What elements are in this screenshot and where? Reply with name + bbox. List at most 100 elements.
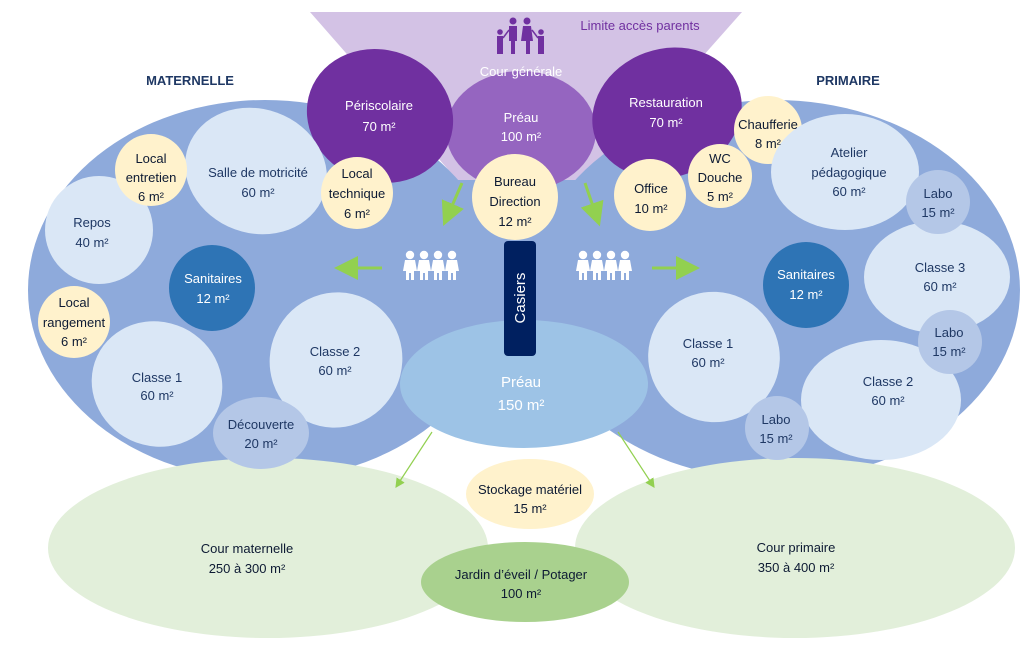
- preau-150: [400, 320, 648, 448]
- bureau-name1: Bureau: [494, 174, 536, 189]
- room-office: [614, 159, 686, 231]
- arrow-icon: [617, 431, 655, 489]
- sanitaires-pri-name: Sanitaires: [777, 267, 835, 282]
- classe2-mat-name: Classe 2: [310, 344, 361, 359]
- local-entretien-name1: Local: [135, 151, 166, 166]
- cour-primaire: [575, 458, 1015, 638]
- room-sanitaires-mat: [169, 245, 255, 331]
- room-classe3: [864, 221, 1010, 333]
- restauration-name: Restauration: [629, 95, 703, 110]
- arrow-icon: [441, 182, 464, 226]
- classe1-mat-area: 60 m²: [140, 388, 174, 403]
- repos-area: 40 m²: [75, 235, 109, 250]
- maternelle-title: MATERNELLE: [146, 73, 234, 88]
- labo-c-area: 15 m²: [759, 431, 793, 446]
- room-classe2-pri: [801, 340, 961, 460]
- office-area: 10 m²: [634, 201, 668, 216]
- stockage-name: Stockage matériel: [478, 482, 582, 497]
- periscolaire: [306, 49, 454, 183]
- classe2-pri-name: Classe 2: [863, 374, 914, 389]
- jardin-name: Jardin d’éveil / Potager: [455, 567, 588, 582]
- labo-a-area: 15 m²: [921, 205, 955, 220]
- room-jardin: [421, 542, 629, 622]
- cour-primaire-name: Cour primaire: [757, 540, 836, 555]
- arrow-icon: [395, 431, 433, 489]
- bureau-name2: Direction: [489, 194, 540, 209]
- sanitaires-pri-area: 12 m²: [789, 287, 823, 302]
- atelier-name1: Atelier: [831, 145, 869, 160]
- room-labo-c: [745, 396, 809, 460]
- classe2-mat-area: 60 m²: [318, 363, 352, 378]
- room-atelier: [771, 114, 919, 230]
- atelier-area: 60 m²: [832, 184, 866, 199]
- local-entretien-area: 6 m²: [138, 189, 165, 204]
- chaufferie-area: 8 m²: [755, 136, 782, 151]
- room-stockage: [466, 459, 594, 529]
- cour-maternelle-name: Cour maternelle: [201, 541, 294, 556]
- local-technique-name2: technique: [329, 186, 385, 201]
- labo-a-name: Labo: [924, 186, 953, 201]
- parent-limit-label: Limite accès parents: [580, 18, 700, 33]
- preau-100: [446, 71, 596, 191]
- room-labo-b: [918, 310, 982, 374]
- decouverte-area: 20 m²: [244, 436, 278, 451]
- decouverte-name: Découverte: [228, 417, 294, 432]
- room-sanitaires-pri: [763, 242, 849, 328]
- labo-b-area: 15 m²: [932, 344, 966, 359]
- local-entretien-name2: entretien: [126, 170, 177, 185]
- room-repos: [45, 176, 153, 284]
- room-classe2-mat: [269, 292, 403, 428]
- preau-main-name: Préau: [501, 374, 541, 391]
- arrow-icon: [580, 182, 604, 227]
- restauration: [592, 47, 742, 179]
- classe1-pri-name: Classe 1: [683, 336, 734, 351]
- local-rangement-area: 6 m²: [61, 334, 88, 349]
- local-technique-area: 6 m²: [344, 206, 371, 221]
- casiers-label: Casiers: [512, 273, 529, 324]
- casiers-block: [504, 241, 536, 356]
- classe1-mat-name: Classe 1: [132, 370, 183, 385]
- sanitaires-mat-area: 12 m²: [196, 291, 230, 306]
- periscolaire-area: 70 m²: [362, 119, 396, 134]
- classe3-name: Classe 3: [915, 260, 966, 275]
- room-local-rangement: [38, 286, 110, 358]
- labo-b-name: Labo: [935, 325, 964, 340]
- primaire-title: PRIMAIRE: [816, 73, 880, 88]
- classe3-area: 60 m²: [923, 279, 957, 294]
- chaufferie-name: Chaufferie: [738, 117, 798, 132]
- periscolaire-name: Périscolaire: [345, 98, 413, 113]
- room-wc: [688, 144, 752, 208]
- cour-maternelle: [48, 458, 488, 638]
- stockage-area: 15 m²: [513, 501, 547, 516]
- wc-name2: Douche: [698, 170, 743, 185]
- classe2-pri-area: 60 m²: [871, 393, 905, 408]
- jardin-area: 100 m²: [501, 586, 542, 601]
- preau-main-area: 150 m²: [498, 397, 545, 414]
- bureau-area: 12 m²: [498, 214, 532, 229]
- cour-primaire-area: 350 à 400 m²: [758, 560, 835, 575]
- room-labo-a: [906, 170, 970, 234]
- local-technique-name1: Local: [341, 166, 372, 181]
- cour-maternelle-area: 250 à 300 m²: [209, 561, 286, 576]
- motricite-area: 60 m²: [241, 185, 275, 200]
- local-rangement-name2: rangement: [43, 315, 106, 330]
- motricite-name: Salle de motricité: [208, 165, 308, 180]
- labo-c-name: Labo: [762, 412, 791, 427]
- room-classe1-mat: [91, 321, 223, 447]
- preau-top-area: 100 m²: [501, 129, 542, 144]
- room-classe1-pri: [648, 291, 780, 423]
- local-rangement-name1: Local: [58, 295, 89, 310]
- room-decouverte: [213, 397, 309, 469]
- cour-generale-label: Cour générale: [480, 64, 562, 79]
- room-local-entretien: [115, 134, 187, 206]
- wc-area: 5 m²: [707, 189, 734, 204]
- restauration-area: 70 m²: [649, 115, 683, 130]
- room-bureau: [472, 154, 558, 240]
- room-motricite: [185, 107, 327, 235]
- wc-name1: WC: [709, 151, 731, 166]
- atelier-name2: pédagogique: [811, 165, 886, 180]
- office-name: Office: [634, 181, 668, 196]
- sanitaires-mat-name: Sanitaires: [184, 271, 242, 286]
- preau-top-name: Préau: [504, 110, 539, 125]
